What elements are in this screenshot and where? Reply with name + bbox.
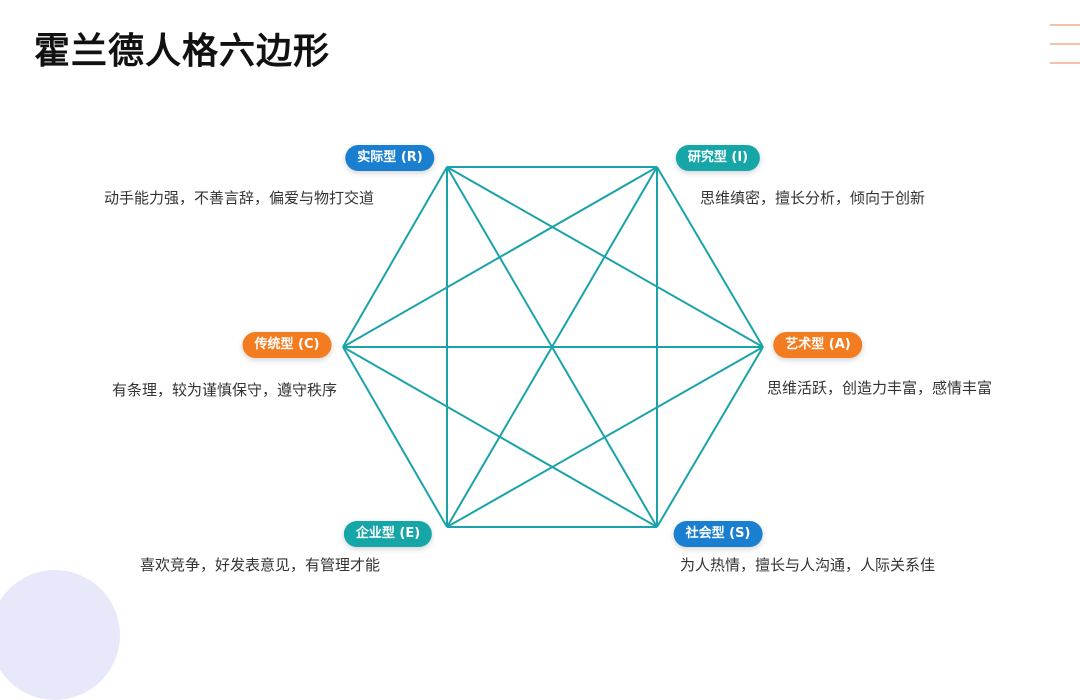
node-conventional: 传统型 (C) [242, 332, 332, 358]
edge-E-C [342, 346, 448, 528]
hexagon-diagram [342, 166, 764, 528]
edge-A-E [446, 346, 764, 528]
desc-realistic: 动手能力强，不善言辞，偏爱与物打交道 [104, 189, 375, 207]
desc-conventional: 有条理，较为谨慎保守，遵守秩序 [111, 381, 337, 399]
edge-R-C [342, 166, 448, 348]
decorative-lines [1050, 24, 1080, 81]
desc-artistic: 思维活跃，创造力丰富，感情丰富 [767, 379, 993, 397]
edge-I-C [342, 166, 658, 348]
node-enterprising: 企业型 (E) [343, 521, 433, 547]
desc-enterprising: 喜欢竞争，好发表意见，有管理才能 [140, 556, 381, 574]
node-artistic: 艺术型 (A) [773, 332, 863, 358]
desc-investigative: 思维缜密，擅长分析，倾向于创新 [700, 189, 926, 207]
page-title: 霍兰德人格六边形 [34, 31, 331, 72]
edge-A-S [656, 346, 764, 528]
edge-S-C [342, 346, 658, 528]
node-investigative: 研究型 (I) [675, 145, 761, 171]
edge-I-A [656, 166, 764, 348]
decorative-line [1050, 62, 1080, 64]
node-realistic: 实际型 (R) [345, 145, 435, 171]
node-social: 社会型 (S) [673, 521, 763, 547]
decorative-line [1050, 43, 1080, 45]
desc-social: 为人热情，擅长与人沟通，人际关系佳 [680, 556, 936, 574]
decorative-line [1050, 24, 1080, 26]
